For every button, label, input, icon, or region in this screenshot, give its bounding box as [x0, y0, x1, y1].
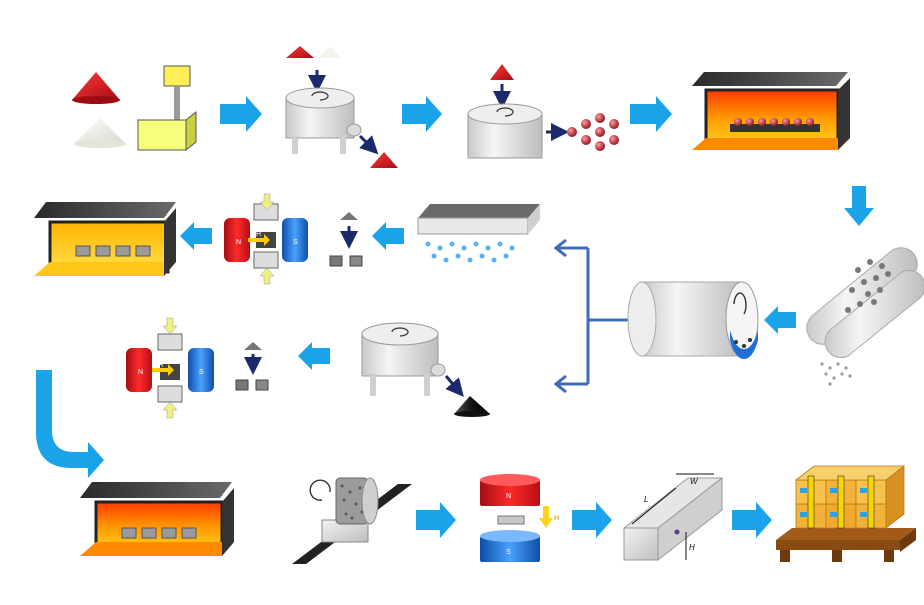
process-arrow: [732, 502, 772, 538]
sintering-furnace-icon: [34, 202, 176, 276]
process-arrow-left: [764, 306, 796, 334]
branch-connector: [553, 238, 628, 394]
mixing-mill-icon: [361, 322, 490, 417]
magnet-n-label: N: [236, 239, 241, 246]
powder-mold-icon: [235, 342, 269, 391]
finished-block-icon: W L H: [622, 473, 724, 562]
powder-spray-icon: [417, 204, 540, 263]
magnet-s-label: S: [199, 369, 204, 376]
process-arrow-curved: [36, 370, 104, 478]
powder-piles-icon: [72, 72, 126, 148]
ball-mill-drum-icon: [627, 281, 759, 360]
process-arrow-down: [844, 186, 874, 226]
magnetic-press-icon: N S H: [224, 193, 308, 285]
mixing-mill-icon: [285, 46, 398, 168]
melting-furnace-icon: [692, 72, 850, 150]
process-arrow: [630, 96, 672, 132]
process-arrow: [402, 96, 442, 132]
block-height-label: H: [689, 543, 695, 552]
block-length-label: L: [644, 495, 648, 504]
jet-mill-icon: [806, 247, 924, 386]
shipping-pallet-icon: [776, 465, 916, 562]
magnet-s-label: S: [506, 549, 511, 556]
magnet-n-label: N: [138, 369, 143, 376]
magnetizer-icon: N S H: [480, 474, 559, 562]
field-h-label: H: [554, 515, 559, 522]
magnet-s-label: S: [293, 239, 298, 246]
pelletizer-icon: [467, 64, 619, 159]
field-h-label: H: [256, 231, 261, 238]
grinding-wheel-icon: [292, 477, 412, 564]
process-arrow: [416, 502, 456, 538]
weighing-scale-icon: [136, 65, 198, 152]
magnetic-press-icon: N S H: [126, 317, 214, 419]
process-arrow-left: [298, 342, 330, 370]
process-arrow: [220, 96, 262, 132]
process-arrow-left: [372, 222, 404, 250]
block-width-label: W: [690, 477, 699, 486]
field-h-label: H: [158, 362, 163, 369]
magnet-n-label: N: [506, 493, 511, 500]
powder-mold-icon: [329, 212, 363, 267]
process-arrow-left: [180, 222, 212, 250]
sintering-furnace-icon: [80, 482, 234, 556]
process-arrow: [572, 502, 612, 538]
